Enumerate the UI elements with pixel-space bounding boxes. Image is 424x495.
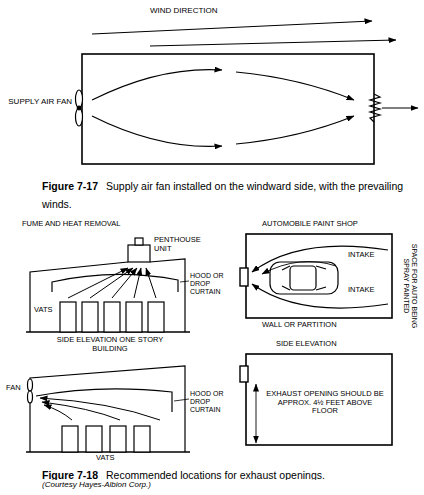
part-label: PENTHOUSE UNIT (154, 236, 204, 253)
part-label: FAN (6, 384, 26, 393)
caption: Figure 7-17Supply air fan installed on t… (42, 176, 414, 213)
panel-heading: FUME AND HEAT REMOVAL (22, 220, 162, 229)
view-label: SIDE ELEVATION (276, 340, 376, 349)
part-label: INTAKE (348, 286, 384, 295)
building-plan (82, 54, 374, 164)
air-flow-arrows (92, 70, 354, 147)
credit-text: (Courtesy Hayes-Albion Corp.) (42, 480, 342, 489)
building-with-fan (26, 366, 190, 452)
wind-arrows (92, 21, 396, 46)
exhaust-arrow (382, 107, 418, 108)
note-text: EXHAUST OPENING SHOULD BE APPROX. 4½ FEE… (264, 390, 386, 416)
part-label: VATS (34, 306, 58, 315)
panel-heading: AUTOMOBILE PAINT SHOP (262, 220, 402, 229)
paint-shop-plan (240, 234, 392, 318)
figure-number: Figure 7-17 (42, 180, 98, 192)
heading-label: WIND DIRECTION (150, 6, 270, 15)
view-label: SIDE ELEVATION ONE STORY BUILDING (45, 336, 175, 353)
paint-shop-elevation (240, 354, 392, 445)
part-label: INTAKE (348, 251, 384, 260)
part-label: HOOD OR DROP CURTAIN (190, 390, 238, 414)
part-label: HOOD OR DROP CURTAIN (190, 272, 238, 296)
vertical-label: SPACE FOR AUTO BEING SPRAY PAINTED (402, 236, 418, 336)
part-label: VATS (96, 454, 126, 463)
part-label: SUPPLY AIR FAN (6, 97, 72, 106)
supply-fan (76, 90, 83, 126)
part-label: WALL OR PARTITION (262, 321, 382, 330)
exhaust-louver (370, 94, 380, 122)
